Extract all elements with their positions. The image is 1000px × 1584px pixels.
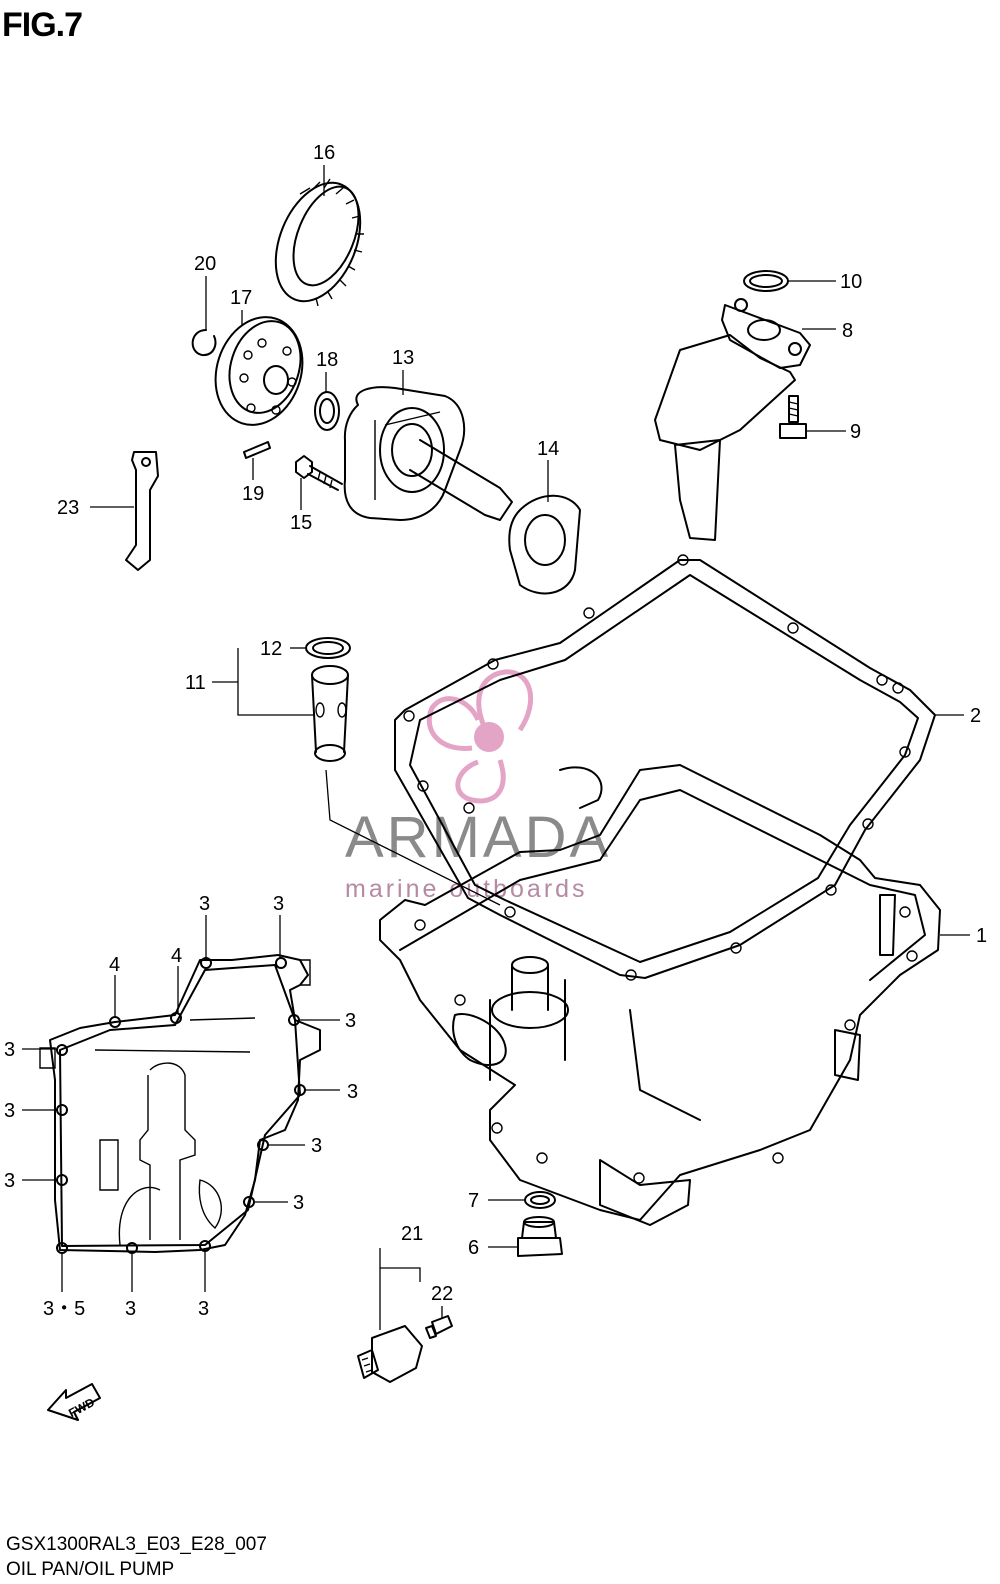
label-bolt-3: 3 xyxy=(4,1170,15,1192)
label-6: 6 xyxy=(468,1237,479,1259)
label-21: 21 xyxy=(401,1223,423,1245)
fwd-label: FWD xyxy=(66,1395,97,1420)
label-1: 1 xyxy=(976,925,987,947)
part-1-oil-pan xyxy=(379,764,941,1226)
part-19-pin xyxy=(243,441,271,459)
part-11-oil-pipe xyxy=(311,665,501,906)
label-bolt-3-5: 3・5 xyxy=(43,1298,85,1320)
label-9: 9 xyxy=(850,421,861,443)
label-gasket-4: 4 xyxy=(171,945,182,967)
watermark-propeller-logo xyxy=(426,669,534,804)
part-10-oring xyxy=(743,270,789,292)
label-15: 15 xyxy=(290,512,312,534)
label-2: 2 xyxy=(970,705,981,727)
label-16: 16 xyxy=(313,142,335,164)
label-bolt-3: 3 xyxy=(273,893,284,915)
part-13-oil-pump xyxy=(343,386,513,521)
part-21-oil-pressure-switch xyxy=(357,1325,423,1383)
part-8-oil-strainer xyxy=(654,298,811,541)
label-bolt-3: 3 xyxy=(345,1010,356,1032)
part-23-bracket xyxy=(125,451,159,571)
label-bolt-3: 3 xyxy=(198,1298,209,1320)
figure-code: GSX1300RAL3_E03_E28_007 xyxy=(6,1534,267,1555)
leader-lines xyxy=(22,165,970,1330)
label-bolt-3: 3 xyxy=(4,1039,15,1061)
part-labels: 16 20 17 18 13 19 15 14 23 10 8 9 12 11 … xyxy=(4,142,987,1320)
label-bolt-3: 3 xyxy=(311,1135,322,1157)
gasket-bolt-holes xyxy=(403,554,911,981)
part-16-gear-ring xyxy=(274,178,364,307)
label-bolt-3: 3 xyxy=(293,1192,304,1214)
part-6-drain-plug xyxy=(517,1216,563,1257)
label-bolt-3: 3 xyxy=(4,1100,15,1122)
label-19: 19 xyxy=(242,483,264,505)
part-14-gasket xyxy=(508,494,581,595)
watermark-brand: ARMADA xyxy=(345,805,611,870)
part-9-bolt xyxy=(779,395,807,439)
label-11: 11 xyxy=(185,672,206,694)
label-14: 14 xyxy=(537,438,559,460)
watermark: ARMADA marine outboards xyxy=(345,669,611,903)
part-12-oring xyxy=(305,637,351,659)
figure-title: FIG.7 xyxy=(2,6,83,44)
label-22: 22 xyxy=(431,1283,453,1305)
part-7-gasket xyxy=(524,1191,556,1209)
label-bolt-3: 3 xyxy=(347,1081,358,1103)
label-17: 17 xyxy=(230,287,252,309)
label-18: 18 xyxy=(316,349,338,371)
part-20-circlip xyxy=(191,329,217,357)
figure-name: OIL PAN/OIL PUMP xyxy=(6,1559,175,1580)
oil-pan-cover xyxy=(39,954,321,1254)
part-22-bolt xyxy=(425,1315,453,1339)
label-gasket-4: 4 xyxy=(109,954,120,976)
part-17-drive-gear xyxy=(214,316,304,426)
label-20: 20 xyxy=(194,253,216,275)
label-13: 13 xyxy=(392,347,414,369)
watermark-tagline: marine outboards xyxy=(345,875,588,903)
label-23: 23 xyxy=(57,497,79,519)
label-12: 12 xyxy=(260,638,282,660)
part-18-washer xyxy=(314,391,340,431)
oil-pan-bolt-holes xyxy=(414,906,918,1184)
part-2-oil-pan-gasket xyxy=(394,554,936,981)
label-10: 10 xyxy=(840,271,862,293)
label-8: 8 xyxy=(842,320,853,342)
fwd-arrow: FWD xyxy=(47,1383,101,1421)
label-bolt-3: 3 xyxy=(199,893,210,915)
label-bolt-3: 3 xyxy=(125,1298,136,1320)
label-7: 7 xyxy=(468,1190,479,1212)
part-15-bolt xyxy=(295,455,343,491)
